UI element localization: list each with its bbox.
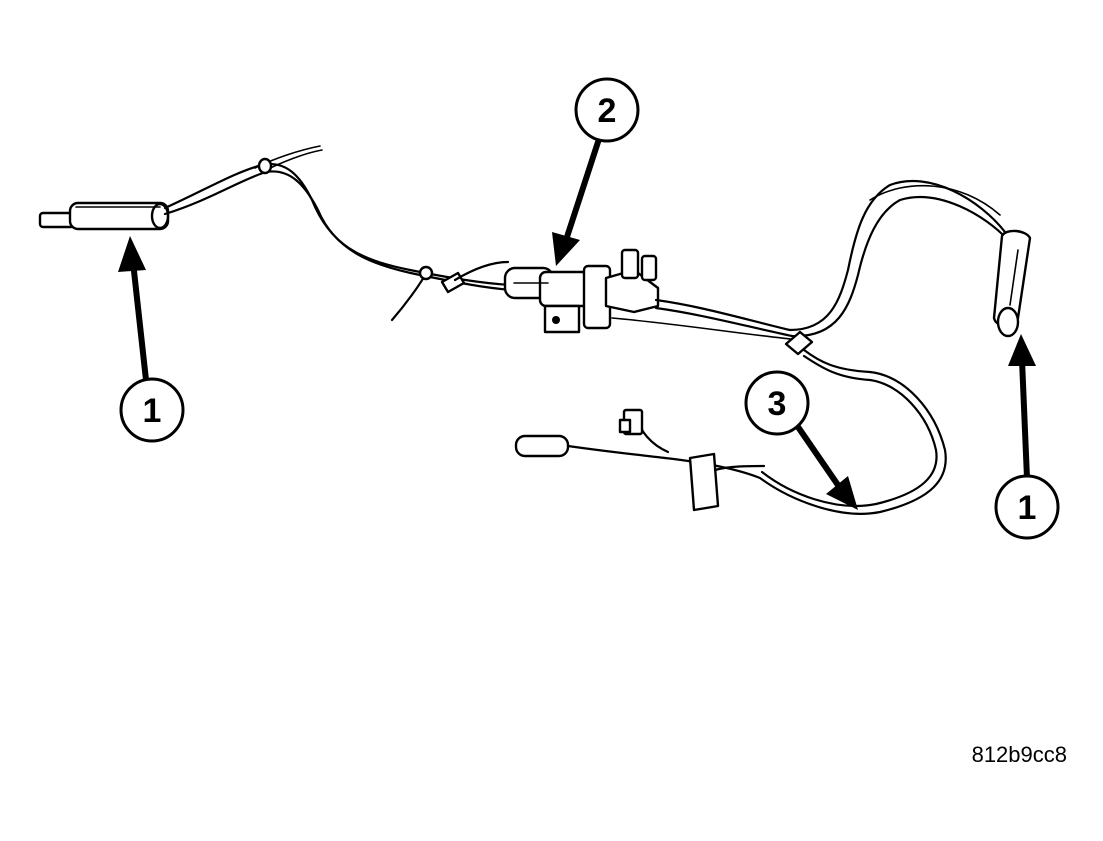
harness-wires-right — [611, 179, 1010, 341]
arrow-1-left — [118, 236, 149, 383]
callout-2: 2 — [574, 77, 640, 143]
center-connector — [503, 248, 660, 334]
svg-text:2: 2 — [598, 92, 617, 130]
svg-text:1: 1 — [143, 392, 162, 430]
arrow-3 — [793, 421, 858, 510]
harness-wires-left — [163, 145, 514, 322]
callout-1-right: 1 — [994, 474, 1060, 540]
callout-1-left: 1 — [119, 377, 185, 443]
svg-text:1: 1 — [1018, 489, 1037, 527]
callout-3: 3 — [744, 370, 810, 436]
right-sensor — [992, 229, 1032, 338]
reference-code: 812b9cc8 — [971, 742, 1067, 767]
arrow-2 — [552, 139, 601, 266]
svg-text:3: 3 — [768, 385, 787, 423]
branch-harness — [514, 330, 947, 515]
left-sensor — [38, 201, 170, 231]
arrow-1-right — [1008, 334, 1036, 481]
